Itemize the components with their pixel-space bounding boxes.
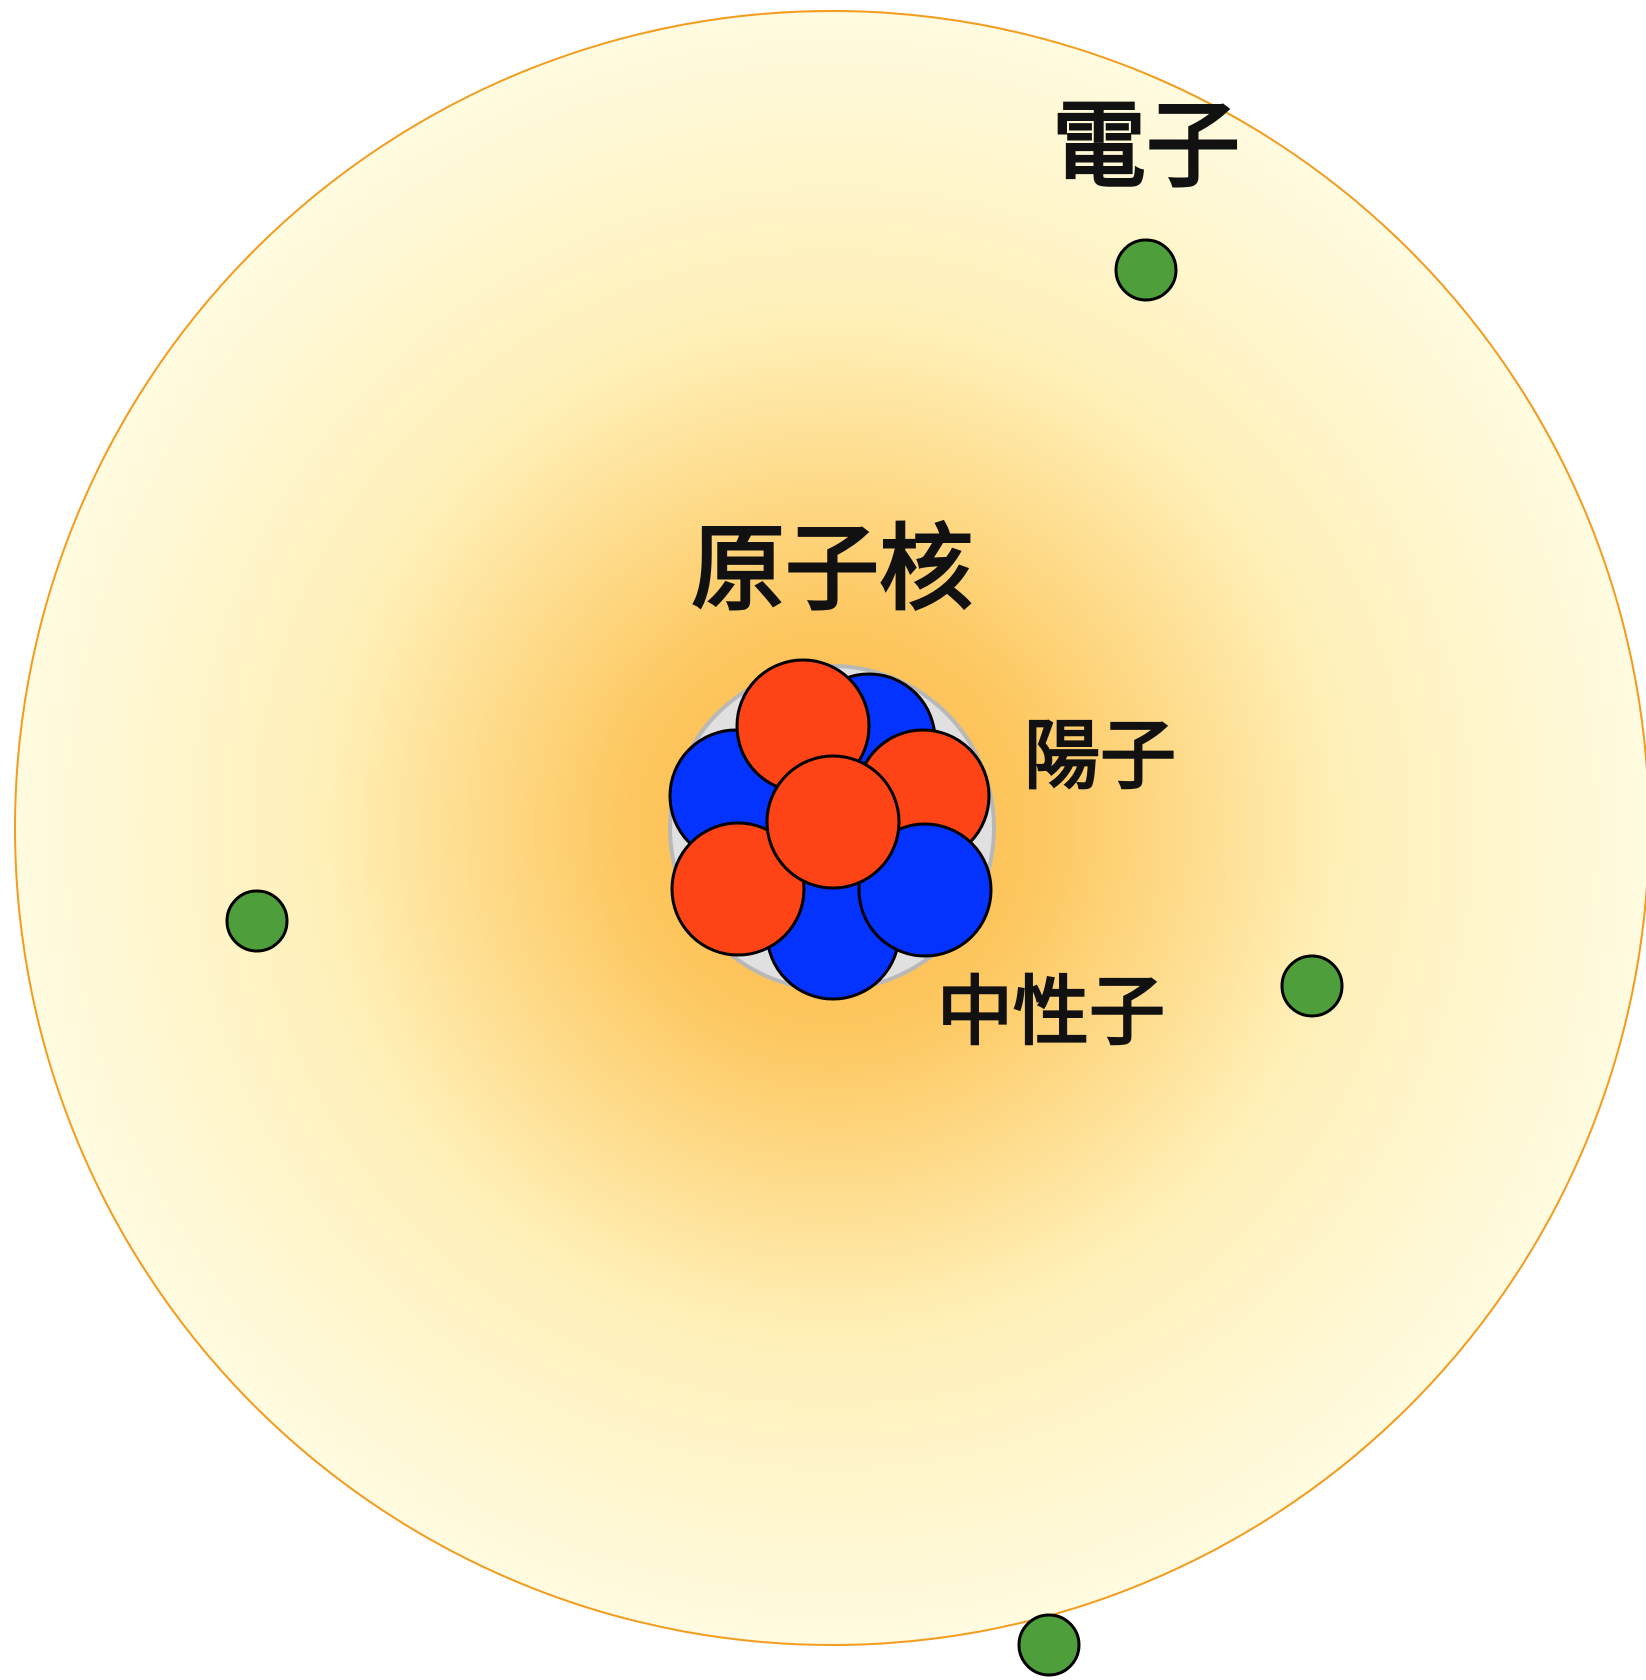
electron-label: 電子 xyxy=(1052,92,1240,201)
electron-particle xyxy=(225,889,289,953)
proton-label: 陽子 xyxy=(1024,711,1176,800)
proton-particle xyxy=(765,754,901,890)
electron-particle xyxy=(1017,1613,1081,1677)
electron-particle xyxy=(1114,238,1178,302)
nucleus-label: 原子核 xyxy=(691,515,973,624)
electron-particle xyxy=(1280,954,1344,1018)
neutron-label: 中性子 xyxy=(937,967,1165,1056)
proton-particle xyxy=(670,821,806,957)
neutron-particle xyxy=(857,822,993,958)
nucleus xyxy=(668,658,996,1001)
